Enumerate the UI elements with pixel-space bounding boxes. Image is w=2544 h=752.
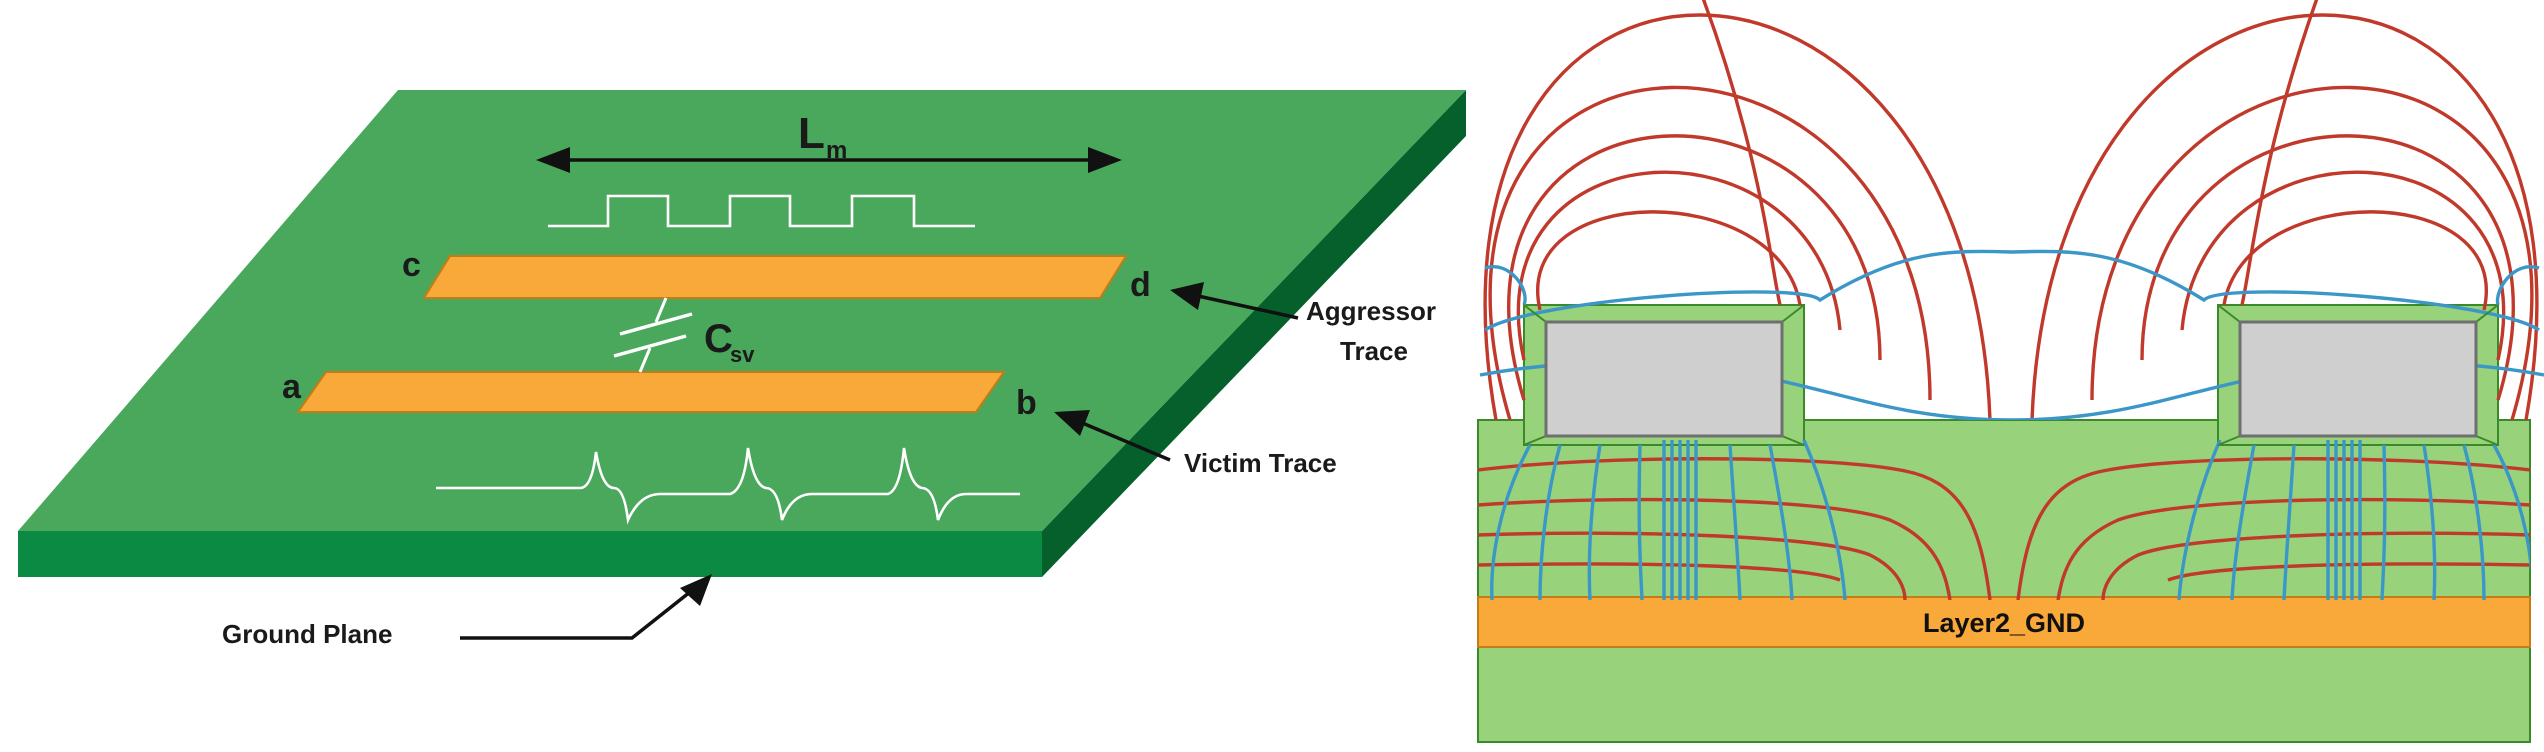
ground-layer-band [1477, 596, 2531, 648]
dielectric-substrate [1477, 419, 2531, 743]
length-subscript: m [826, 137, 847, 164]
aggressor-callout: Aggressor Trace [1170, 282, 1436, 366]
ground-plane-callout: Ground Plane [222, 574, 712, 649]
victim-trace [296, 371, 1006, 413]
field-cross-section-diagram: Layer2_GND [1477, 0, 2544, 743]
field-lines-in-dielectric [1478, 439, 2530, 600]
pin-b-label: b [1016, 384, 1037, 422]
pin-d-label: d [1130, 266, 1151, 304]
board-front-edge [18, 531, 1042, 577]
board-top-surface [18, 90, 1466, 531]
electric-field-lines-upper [1483, 0, 2539, 420]
pin-a-label: a [282, 368, 302, 406]
board-side-edge [1042, 90, 1466, 577]
aggressor-trace [422, 255, 1128, 299]
aggressor-signal-waveform [548, 194, 975, 228]
victim-label: Victim Trace [1184, 448, 1337, 478]
pin-c-label: c [402, 246, 421, 284]
ground-layer-label: Layer2_GND [1923, 608, 2085, 638]
ground-plane-label: Ground Plane [222, 619, 392, 649]
victim-signal-waveform [436, 447, 1020, 525]
victim-callout: Victim Trace [1054, 410, 1337, 478]
capacitance-label: C [704, 317, 733, 361]
right-trace-conductor [2238, 320, 2478, 438]
coating-corner-lines [1523, 304, 2499, 446]
aggressor-label-line1: Aggressor [1306, 296, 1436, 326]
aggressor-label-line2: Trace [1340, 336, 1408, 366]
coupling-capacitor-symbol: C sv [613, 297, 755, 373]
length-label: L [798, 109, 825, 158]
left-trace-conductor [1544, 320, 1784, 438]
pcb-crosstalk-diagram: L m C sv c d a b Aggressor Trac [18, 90, 1466, 649]
capacitance-subscript: sv [730, 342, 755, 367]
length-dimension-arrow: L m [536, 109, 1122, 173]
